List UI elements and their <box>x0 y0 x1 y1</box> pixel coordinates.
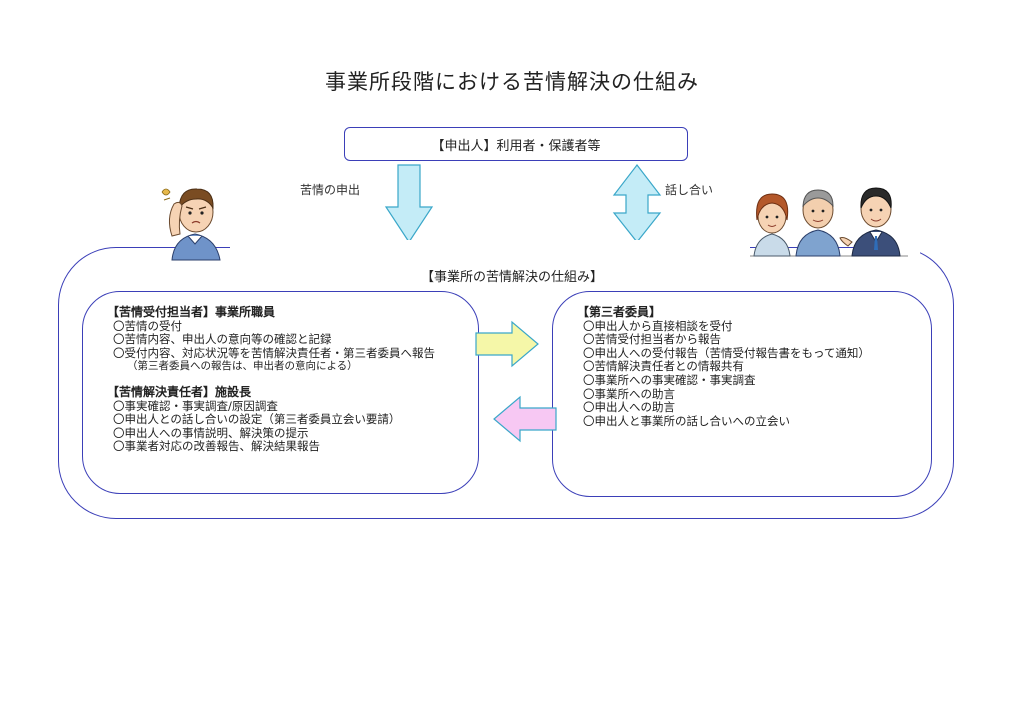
third-party-heading: 【第三者委員】 <box>577 305 662 319</box>
family-group-icon <box>750 187 908 257</box>
complaint-receiver-heading: 【苦情受付担当者】事業所職員 <box>107 305 276 319</box>
discussion-arrow-label: 話し合い <box>665 183 714 197</box>
page-title: 事業所段階における苦情解決の仕組み <box>325 70 699 94</box>
applicant-box: 【申出人】利用者・保護者等 <box>344 127 688 161</box>
list-item: 〇申出人への事情説明、解決策の提示 <box>113 425 309 440</box>
list-item: 〇申出人と事業所の話し合いへの立会い <box>583 413 790 428</box>
report-right-arrow <box>475 320 539 368</box>
list-item: 〇事業所への事実確認・事実調査 <box>583 372 756 387</box>
list-item: 〇事業所への助言 <box>583 386 675 401</box>
list-item: 〇事実確認・事実調査/原因調査 <box>113 398 278 413</box>
outer-border-gap <box>230 240 750 254</box>
list-note: （第三者委員への報告は、申出者の意向による） <box>127 360 358 373</box>
list-item: 〇申出人との話し合いの設定（第三者委員立会い要請） <box>113 412 401 427</box>
list-item: 〇苦情受付担当者から報告 <box>583 332 721 347</box>
complaint-down-arrow <box>384 164 434 244</box>
feedback-left-arrow <box>493 395 557 443</box>
outer-border-gap-right <box>896 240 920 254</box>
list-item: 〇受付内容、対応状況等を苦情解決責任者・第三者委員へ報告 <box>113 345 435 360</box>
third-party-panel: 【第三者委員】 〇申出人から直接相談を受付 〇苦情受付担当者から報告 〇申出人へ… <box>552 291 932 497</box>
staff-panel: 【苦情受付担当者】事業所職員 〇苦情の受付 〇苦情内容、申出人の意向等の確認と記… <box>82 291 479 494</box>
list-item: 〇申出人への受付報告（苦情受付報告書をもって通知） <box>583 345 870 360</box>
list-item: 〇申出人から直接相談を受付 <box>583 318 733 333</box>
discussion-double-arrow <box>612 164 662 243</box>
complaint-arrow-label: 苦情の申出 <box>300 183 361 197</box>
list-item: 〇事業者対応の改善報告、解決結果報告 <box>113 439 320 454</box>
applicant-label: 【申出人】利用者・保護者等 <box>431 138 601 154</box>
list-item: 〇苦情内容、申出人の意向等の確認と記録 <box>113 332 332 347</box>
list-item: 〇苦情解決責任者との情報共有 <box>583 359 744 374</box>
list-item: 〇苦情の受付 <box>113 318 182 333</box>
complaint-resolver-heading: 【苦情解決責任者】施設長 <box>107 384 252 399</box>
office-title: 【事業所の苦情解決の仕組み】 <box>420 270 603 285</box>
worried-person-icon <box>161 188 221 261</box>
list-item: 〇申出人への助言 <box>583 400 675 415</box>
